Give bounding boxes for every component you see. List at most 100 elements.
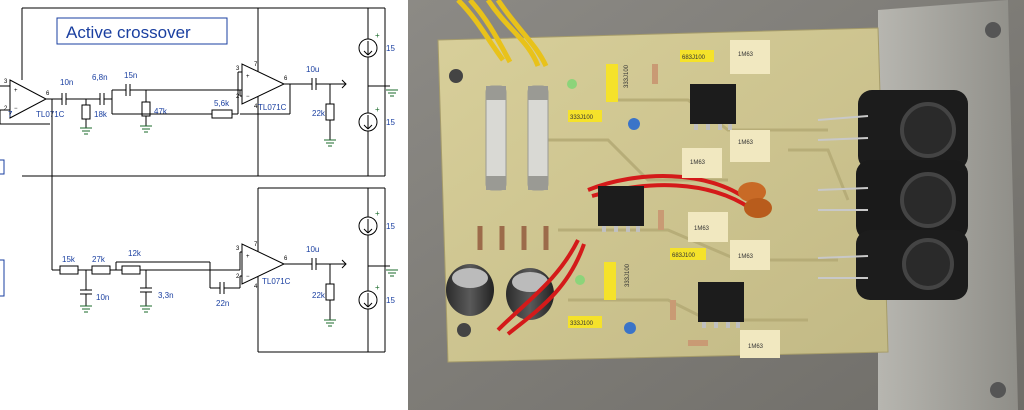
yellow-cap-4: 333J100 bbox=[568, 110, 602, 122]
yellow-cap-6: 333J100 bbox=[568, 316, 602, 328]
top-res-47k: 47k bbox=[140, 90, 168, 133]
svg-text:3: 3 bbox=[4, 79, 8, 85]
ic-chip-3 bbox=[698, 282, 744, 328]
top-supply-neg: + 15 bbox=[358, 105, 395, 132]
electrolytic-cap-left bbox=[446, 264, 494, 316]
svg-text:1M63: 1M63 bbox=[738, 140, 754, 146]
top-res-5k6: 5,6k bbox=[211, 99, 233, 119]
crossover-schematic: Active crossover + 15 + 15 3 2 + − 7 TL0… bbox=[0, 0, 408, 410]
yellow-wires bbox=[456, 0, 549, 68]
bottom-res-22k: 22k bbox=[312, 264, 336, 327]
svg-text:12k: 12k bbox=[128, 249, 142, 258]
svg-text:1M63: 1M63 bbox=[690, 160, 706, 166]
diodes bbox=[477, 226, 549, 250]
title-box bbox=[56, 17, 228, 45]
film-cap-6: 1M63 bbox=[740, 330, 780, 358]
svg-text:4: 4 bbox=[254, 284, 258, 290]
svg-text:22n: 22n bbox=[216, 299, 229, 308]
svg-text:18k: 18k bbox=[94, 110, 108, 119]
svg-text:6: 6 bbox=[284, 256, 288, 262]
fuse-right bbox=[527, 85, 549, 191]
yellow-cap-3: 333J100 bbox=[606, 64, 630, 102]
top-res-22k: 22k bbox=[312, 84, 336, 147]
svg-text:3: 3 bbox=[236, 66, 240, 72]
svg-text:1M63: 1M63 bbox=[738, 254, 754, 260]
ic-chip-1 bbox=[690, 84, 736, 130]
bottom-cap-3n3: 3,3n bbox=[140, 270, 174, 313]
svg-text:+: + bbox=[375, 209, 380, 218]
svg-text:1M63: 1M63 bbox=[748, 344, 764, 350]
svg-text:4: 4 bbox=[254, 104, 258, 110]
bottom-cap-10n: 10n bbox=[80, 270, 109, 313]
yellow-cap-5: 333J100 bbox=[604, 262, 631, 300]
svg-text:7: 7 bbox=[8, 110, 13, 119]
film-cap-5: 1M63 bbox=[730, 240, 770, 270]
svg-text:10u: 10u bbox=[306, 65, 319, 74]
svg-text:2: 2 bbox=[236, 274, 240, 280]
svg-text:6: 6 bbox=[46, 91, 50, 97]
svg-text:47k: 47k bbox=[154, 107, 168, 116]
bottom-vneg-label: 15 bbox=[386, 296, 395, 305]
yellow-cap-1: 683J100 bbox=[680, 50, 714, 62]
ceramic-caps bbox=[738, 182, 772, 218]
svg-text:6,8n: 6,8n bbox=[92, 73, 108, 82]
svg-text:333J100: 333J100 bbox=[625, 263, 631, 287]
top-res-18k: 18k bbox=[80, 99, 108, 135]
top-cap-10n: 10n bbox=[60, 78, 73, 105]
svg-text:6: 6 bbox=[284, 76, 288, 82]
ic-chip-2 bbox=[598, 186, 644, 232]
svg-text:10n: 10n bbox=[60, 78, 73, 87]
film-cap-4: 1M63 bbox=[688, 212, 728, 242]
xlr-connector-mid bbox=[856, 160, 968, 240]
top-supply-pos: + 15 bbox=[358, 31, 395, 58]
top-vneg-label: 15 bbox=[386, 118, 395, 127]
bottom-res-15k: 15k bbox=[59, 255, 79, 275]
xlr-connector-bottom bbox=[856, 230, 968, 300]
bottom-cap-10u: 10u bbox=[306, 245, 319, 270]
svg-text:333J100: 333J100 bbox=[570, 115, 594, 121]
svg-text:+: + bbox=[375, 283, 380, 292]
svg-text:−: − bbox=[246, 94, 250, 100]
film-cap-1: 1M63 bbox=[730, 40, 770, 74]
svg-text:1M63: 1M63 bbox=[738, 52, 754, 58]
fuse-left bbox=[485, 85, 507, 191]
film-cap-2: 1M63 bbox=[730, 130, 770, 162]
svg-text:2: 2 bbox=[4, 106, 8, 112]
film-cap-3: 1M63 bbox=[682, 148, 722, 178]
svg-text:−: − bbox=[246, 274, 250, 280]
svg-text:+: + bbox=[375, 31, 380, 40]
top-vpos-label: 15 bbox=[386, 44, 395, 53]
svg-text:15n: 15n bbox=[124, 71, 137, 80]
svg-text:7: 7 bbox=[254, 62, 258, 68]
svg-text:2: 2 bbox=[236, 94, 240, 100]
bottom-supply-neg: + 15 bbox=[358, 283, 395, 310]
svg-text:7: 7 bbox=[254, 242, 258, 248]
svg-text:3,3n: 3,3n bbox=[158, 291, 174, 300]
svg-text:15k: 15k bbox=[62, 255, 76, 264]
svg-text:+: + bbox=[375, 105, 380, 114]
svg-text:+: + bbox=[14, 88, 18, 94]
yellow-cap-2: 683J100 bbox=[670, 248, 706, 260]
xlr-connector-top bbox=[858, 90, 968, 170]
bottom-vpos-label: 15 bbox=[386, 222, 395, 231]
svg-text:683J100: 683J100 bbox=[682, 55, 706, 61]
svg-text:+: + bbox=[246, 74, 250, 80]
bottom-supply-pos: + 15 bbox=[358, 209, 395, 236]
leds bbox=[567, 79, 640, 334]
bottom-cap-22n: 22n bbox=[210, 282, 240, 308]
pcb-photo: 1M63 1M63 1M63 1M63 1M63 1M63 683J100 68… bbox=[408, 0, 1024, 410]
svg-text:333J100: 333J100 bbox=[624, 64, 630, 88]
svg-text:−: − bbox=[14, 106, 18, 112]
top-output-opamp: 3 2 + − 7 4 6 TL071C bbox=[236, 62, 288, 112]
pcb-board bbox=[437, 27, 889, 363]
electrolytic-cap-right bbox=[506, 268, 554, 320]
top-supply-box bbox=[21, 7, 386, 177]
top-out-opamp-label: TL071C bbox=[258, 103, 287, 112]
top-input-opamp: 3 2 + − 7 TL071C 6 bbox=[4, 79, 65, 119]
bottom-out-opamp-label: TL071C bbox=[262, 277, 291, 286]
svg-text:10u: 10u bbox=[306, 245, 319, 254]
svg-text:5,6k: 5,6k bbox=[214, 99, 230, 108]
svg-text:333J100: 333J100 bbox=[570, 321, 594, 327]
svg-text:10n: 10n bbox=[96, 293, 109, 302]
top-cap-15n: 15n bbox=[124, 71, 137, 96]
